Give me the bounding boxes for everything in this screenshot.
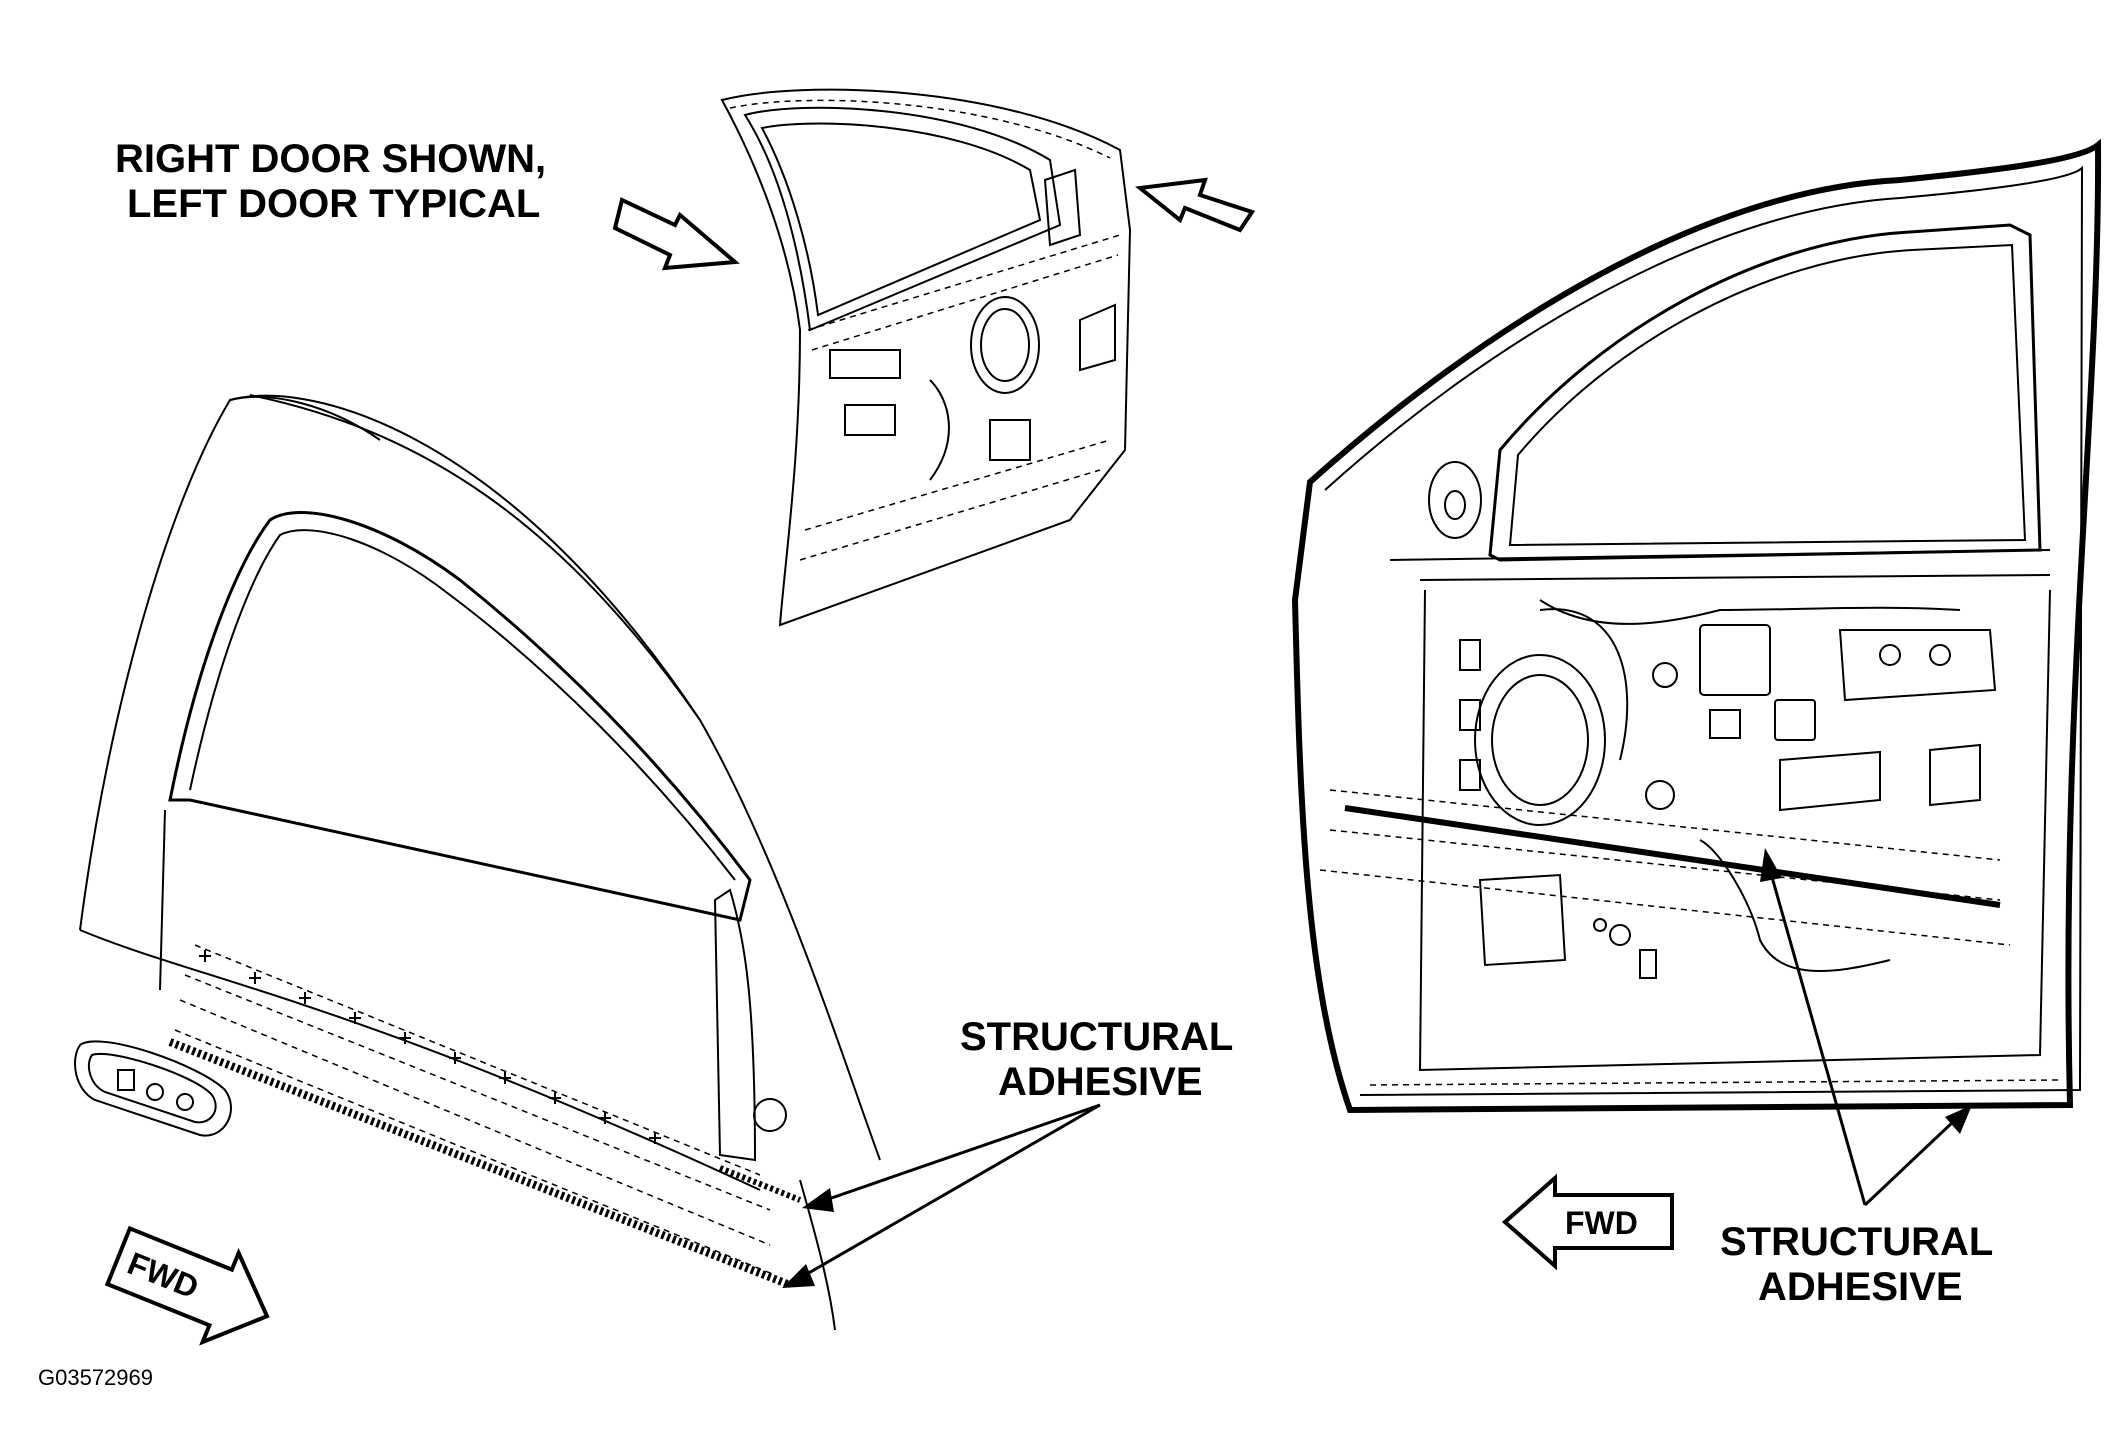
caption-line-2: LEFT DOOR TYPICAL bbox=[127, 182, 540, 226]
right-door-view bbox=[1291, 138, 2102, 1114]
right-adhesive-leaders bbox=[1760, 848, 1972, 1207]
left-fwd-arrow: FWD bbox=[104, 1225, 270, 1346]
left-adhesive-label-1: STRUCTURAL bbox=[960, 1015, 1233, 1059]
left-adhesive-leaders bbox=[782, 1103, 1101, 1288]
right-fwd-label: FWD bbox=[1565, 1205, 1638, 1241]
direction-arrow-right bbox=[1135, 177, 1256, 233]
left-adhesive-label-2: ADHESIVE bbox=[998, 1060, 1203, 1104]
direction-arrow-left bbox=[612, 197, 740, 271]
right-fwd-arrow: FWD bbox=[1501, 1173, 1674, 1271]
right-adhesive-label-2: ADHESIVE bbox=[1758, 1265, 1963, 1309]
caption-line-1: RIGHT DOOR SHOWN, bbox=[115, 137, 546, 181]
figure-id: G03572969 bbox=[38, 1365, 153, 1390]
right-adhesive-label-1: STRUCTURAL bbox=[1720, 1220, 1993, 1264]
overview-door bbox=[720, 88, 1132, 627]
left-door-view bbox=[74, 394, 881, 1331]
